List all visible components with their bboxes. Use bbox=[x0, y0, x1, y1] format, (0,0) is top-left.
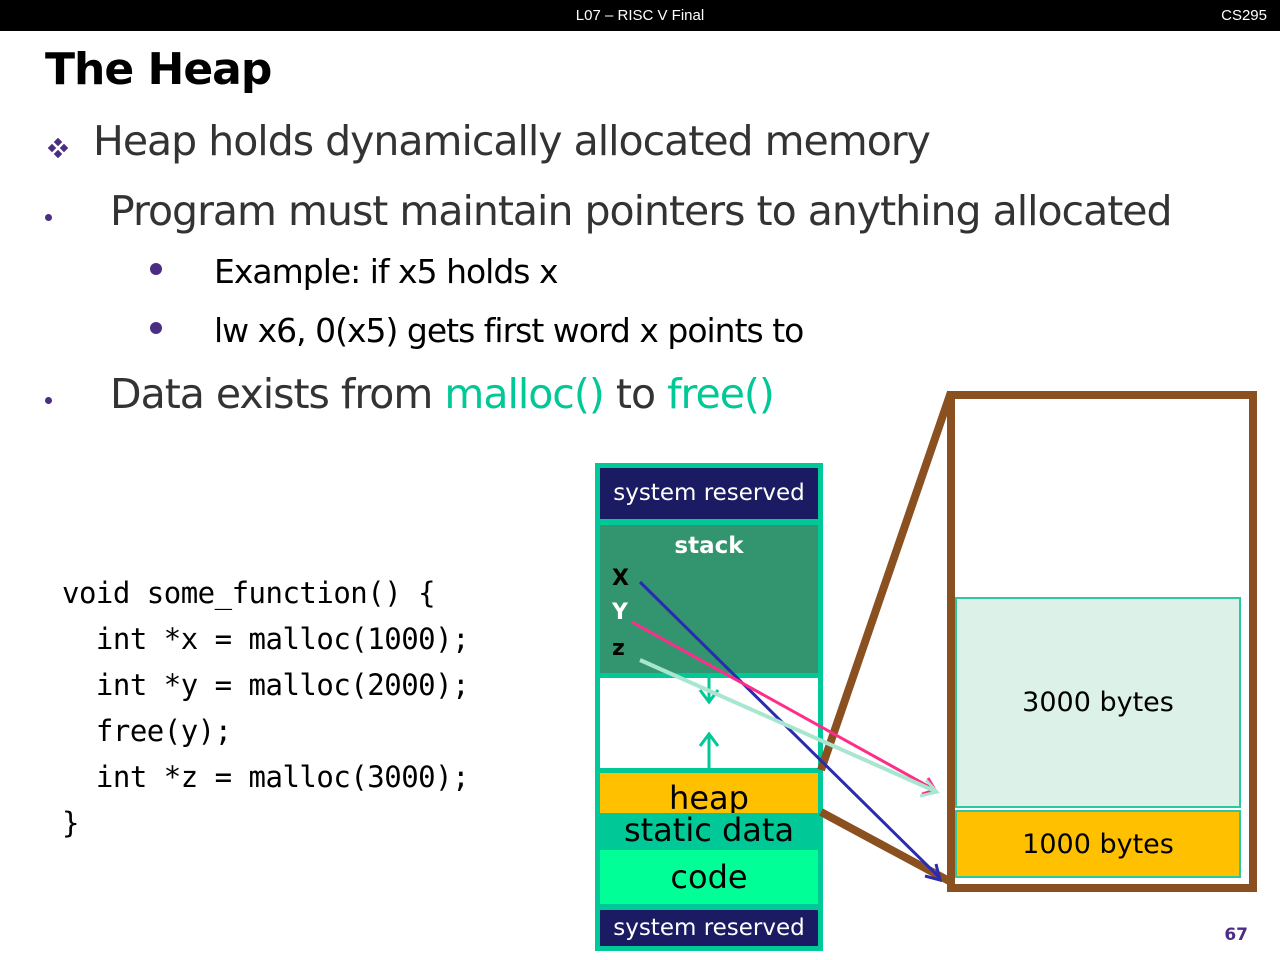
text-before: Data exists from bbox=[110, 370, 445, 418]
slide-title: The Heap bbox=[45, 44, 272, 95]
segment-code: code bbox=[600, 850, 818, 904]
segment-static-data: static data bbox=[600, 813, 818, 847]
bullet-program-must: Program must maintain pointers to anythi… bbox=[110, 187, 1173, 235]
bullet-dot-icon bbox=[45, 214, 52, 221]
page-number: 67 bbox=[1224, 925, 1248, 945]
segment-system-reserved-bottom: system reserved bbox=[600, 910, 818, 946]
code-line: void some_function() { bbox=[62, 576, 436, 610]
block-3000-label: 3000 bytes bbox=[1022, 687, 1174, 718]
code-block: void some_function() { int *x = malloc(1… bbox=[62, 570, 470, 846]
block-1000-label: 1000 bytes bbox=[1022, 829, 1174, 860]
stack-label: stack bbox=[674, 533, 744, 559]
code-line: } bbox=[62, 806, 79, 840]
sub-bullet-lw: lw x6, 0(x5) gets first word x points to bbox=[214, 311, 804, 350]
free-highlight: free() bbox=[667, 370, 775, 418]
segment-free-space bbox=[600, 678, 818, 768]
heap-block-1000: 1000 bytes bbox=[955, 810, 1241, 878]
code-line: int *x = malloc(1000); bbox=[62, 622, 470, 656]
pointer-label-x: X bbox=[612, 566, 629, 591]
memory-layout-diagram: system reserved stack heap static data c… bbox=[595, 463, 823, 951]
pointer-x-arrowhead-icon bbox=[924, 863, 943, 883]
code-line: int *y = malloc(2000); bbox=[62, 668, 470, 702]
bullet-heap-holds: Heap holds dynamically allocated memory bbox=[93, 117, 931, 165]
zoom-connector-top bbox=[817, 390, 955, 772]
lecture-title: L07 – RISC V Final bbox=[575, 7, 705, 24]
sub-bullet-example: Example: if x5 holds x bbox=[214, 252, 558, 291]
segment-heap: heap bbox=[600, 773, 818, 817]
bullet-dot-icon bbox=[45, 397, 52, 404]
text-middle: to bbox=[603, 370, 668, 418]
pointer-label-z: z bbox=[612, 636, 625, 661]
slide-header-bar: L07 – RISC V Final CS295 bbox=[0, 0, 1280, 31]
segment-system-reserved-top: system reserved bbox=[600, 468, 818, 519]
heap-block-3000: 3000 bytes bbox=[955, 597, 1241, 808]
segment-stack: stack bbox=[600, 525, 818, 673]
diamond-bullet-icon bbox=[48, 138, 68, 158]
course-code: CS295 bbox=[1221, 7, 1267, 24]
bullet-data-exists: Data exists from malloc() to free() bbox=[110, 370, 775, 418]
malloc-highlight: malloc() bbox=[444, 370, 604, 418]
pointer-label-y: Y bbox=[612, 600, 628, 625]
sub-bullet-dot-icon bbox=[150, 263, 162, 275]
zoom-connector-bottom bbox=[819, 808, 953, 886]
pointer-z-arrowhead-icon bbox=[919, 778, 940, 798]
code-line: free(y); bbox=[62, 714, 232, 748]
pointer-y-arrowhead-icon bbox=[921, 777, 938, 796]
sub-bullet-dot-icon bbox=[150, 322, 162, 334]
code-line: int *z = malloc(3000); bbox=[62, 760, 470, 794]
